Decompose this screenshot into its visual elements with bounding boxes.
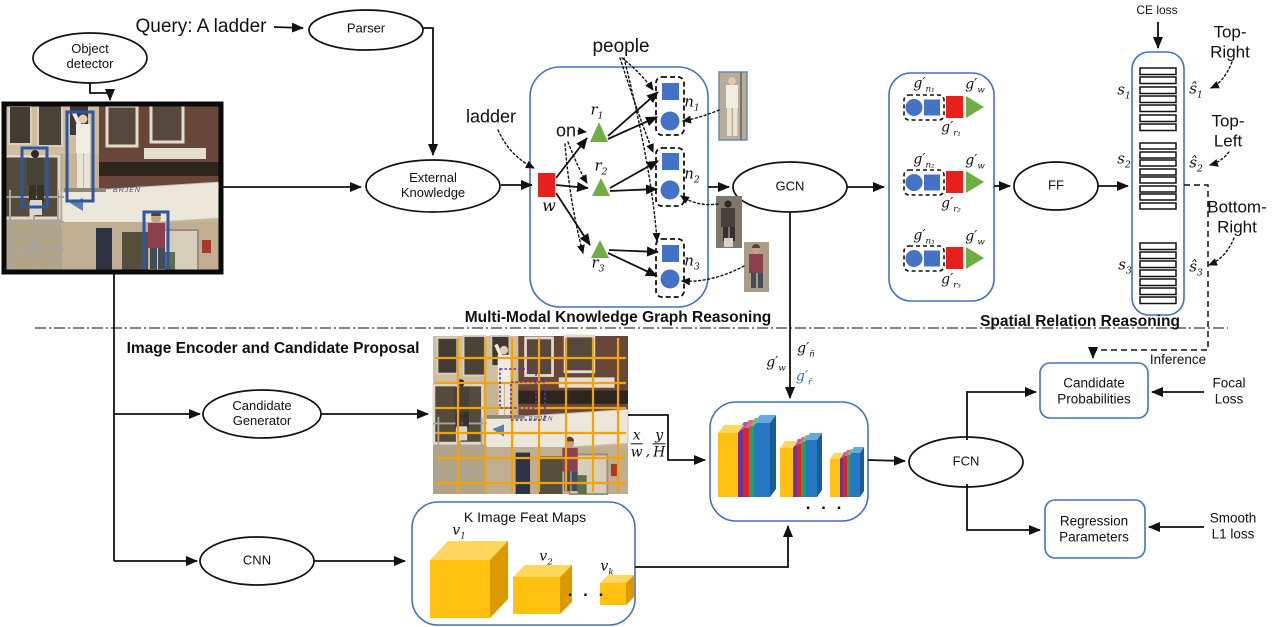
crop-dark-man bbox=[716, 196, 742, 248]
g-n2-label: g′n₂ bbox=[913, 151, 935, 171]
relation-node-r2 bbox=[592, 178, 610, 196]
section-title-srr: Spatial Relation Reasoning bbox=[980, 313, 1180, 331]
g-n3-label: g′n₃ bbox=[913, 227, 935, 247]
ladder-label: ladder bbox=[465, 106, 517, 127]
section-title-iecp: Image Encoder and Candidate Proposal bbox=[126, 340, 420, 358]
entity-square-n3 bbox=[662, 245, 679, 262]
input-image bbox=[1, 101, 224, 275]
storefront-sign-text: BRJEN bbox=[113, 186, 141, 194]
regression-parameters-box bbox=[1044, 499, 1146, 559]
external-knowledge-node bbox=[365, 159, 501, 213]
feat-maps-title: K Image Feat Maps bbox=[463, 508, 587, 525]
r2-label: r2 bbox=[594, 156, 608, 178]
image-feat-map-cubes bbox=[430, 541, 634, 618]
person-crop-thumbnails bbox=[716, 71, 769, 292]
regression-parameters-label: Regression Parameters bbox=[1059, 513, 1129, 544]
image-feat-maps-box bbox=[411, 501, 636, 626]
photo-frame bbox=[1, 101, 224, 275]
entity-square-n2 bbox=[662, 153, 679, 170]
parser-label: Parser bbox=[346, 20, 386, 36]
corner-top-left-label: Top-Left bbox=[1211, 111, 1245, 150]
external-knowledge-label: External Knowledge bbox=[400, 170, 466, 200]
r1-label: r1 bbox=[590, 100, 604, 122]
entity-square-n1 bbox=[662, 83, 679, 100]
object-detector-label: Object detector bbox=[66, 41, 114, 71]
relation-node-r3 bbox=[591, 240, 609, 258]
gcn-output-rows bbox=[903, 94, 984, 272]
entity-group-n1 bbox=[655, 76, 685, 136]
s3-hat-label: ŝ3 bbox=[1189, 257, 1203, 279]
n3-label: n3 bbox=[684, 251, 700, 273]
gcn-label: GCN bbox=[775, 178, 805, 194]
vk-label: vk bbox=[600, 558, 614, 578]
flow-arrows bbox=[89, 22, 1204, 568]
g-nbar-label: g′n̄ bbox=[797, 340, 815, 360]
v1-label: v1 bbox=[452, 522, 466, 542]
s1-hat-label: ŝ1 bbox=[1189, 79, 1203, 101]
s2-label: s2 bbox=[1117, 149, 1131, 171]
corner-bottom-right-label: Bottom-Right bbox=[1207, 197, 1267, 236]
g-n1-label: g′n₁ bbox=[913, 75, 935, 95]
g-r1-label: g′r₁ bbox=[941, 119, 961, 139]
gcn-output-box bbox=[888, 72, 995, 302]
spatial-score-box bbox=[1131, 51, 1185, 316]
ff-label: FF bbox=[1048, 177, 1064, 193]
r3-label: r3 bbox=[591, 253, 605, 275]
inference-label: Inference bbox=[1149, 352, 1207, 368]
on-label: on bbox=[555, 120, 577, 141]
fused-feature-slabs bbox=[718, 415, 864, 497]
storefront-sign-text-grid: BRJEN bbox=[528, 416, 554, 423]
fused-stack-ellipsis: . . . bbox=[805, 494, 845, 514]
crop-painter bbox=[718, 71, 748, 141]
entity-circle-n3 bbox=[660, 269, 680, 289]
fcn-node bbox=[908, 436, 1024, 488]
g-w1-label: g′w bbox=[965, 76, 985, 96]
g-w3-label: g′w bbox=[965, 228, 985, 248]
smooth-l1-label: Smooth L1 loss bbox=[1209, 510, 1257, 541]
relation-node-r1 bbox=[590, 122, 608, 142]
n1-label: n1 bbox=[684, 92, 700, 114]
n2-label: n2 bbox=[684, 164, 700, 186]
g-r3-label: g′r₃ bbox=[941, 271, 961, 291]
candidate-grid-lines bbox=[435, 338, 626, 492]
dotted-association-arrows bbox=[497, 57, 1235, 286]
focal-loss-label: Focal Loss bbox=[1212, 375, 1246, 406]
g-w-out-label: g′w bbox=[766, 354, 786, 374]
inference-path bbox=[1088, 184, 1209, 359]
g-r2-label: g′r₂ bbox=[941, 195, 961, 215]
entity-circle-n1 bbox=[660, 111, 680, 131]
s2-hat-label: ŝ2 bbox=[1189, 153, 1203, 175]
fcn-label: FCN bbox=[952, 453, 980, 469]
candidate-grid-image bbox=[431, 334, 630, 496]
entity-circle-n2 bbox=[660, 180, 680, 200]
anchor-boxes bbox=[499, 368, 546, 421]
w-node-label: w bbox=[542, 196, 556, 216]
score-bars bbox=[1139, 67, 1177, 305]
query-text: Query: A ladder bbox=[135, 16, 267, 38]
entity-group-n2 bbox=[655, 147, 685, 207]
people-label: people bbox=[592, 36, 650, 58]
g-rbar-label: g′r̄ bbox=[795, 368, 813, 388]
g-w2-label: g′w bbox=[965, 152, 985, 172]
fused-feature-box bbox=[709, 401, 869, 522]
candidate-generator-label: Candidate Generator bbox=[232, 398, 292, 428]
candidate-probabilities-box bbox=[1039, 362, 1149, 419]
ce-loss-label: CE loss bbox=[1136, 3, 1178, 18]
cnn-label: CNN bbox=[242, 552, 272, 568]
s3-label: s3 bbox=[1118, 255, 1132, 277]
word-node-w bbox=[538, 173, 555, 197]
section-title-mmkg: Multi-Modal Knowledge Graph Reasoning bbox=[464, 309, 772, 327]
parser-node bbox=[308, 9, 424, 51]
candidate-probabilities-label: Candidate Probabilities bbox=[1057, 375, 1131, 406]
feat-maps-ellipsis: . . . bbox=[567, 581, 607, 601]
v2-label: v2 bbox=[539, 548, 553, 568]
corner-top-right-label: Top-Right bbox=[1210, 22, 1250, 61]
s1-label: s1 bbox=[1117, 80, 1131, 102]
knowledge-graph-box bbox=[529, 66, 709, 308]
crop-maroon-person bbox=[744, 242, 769, 292]
